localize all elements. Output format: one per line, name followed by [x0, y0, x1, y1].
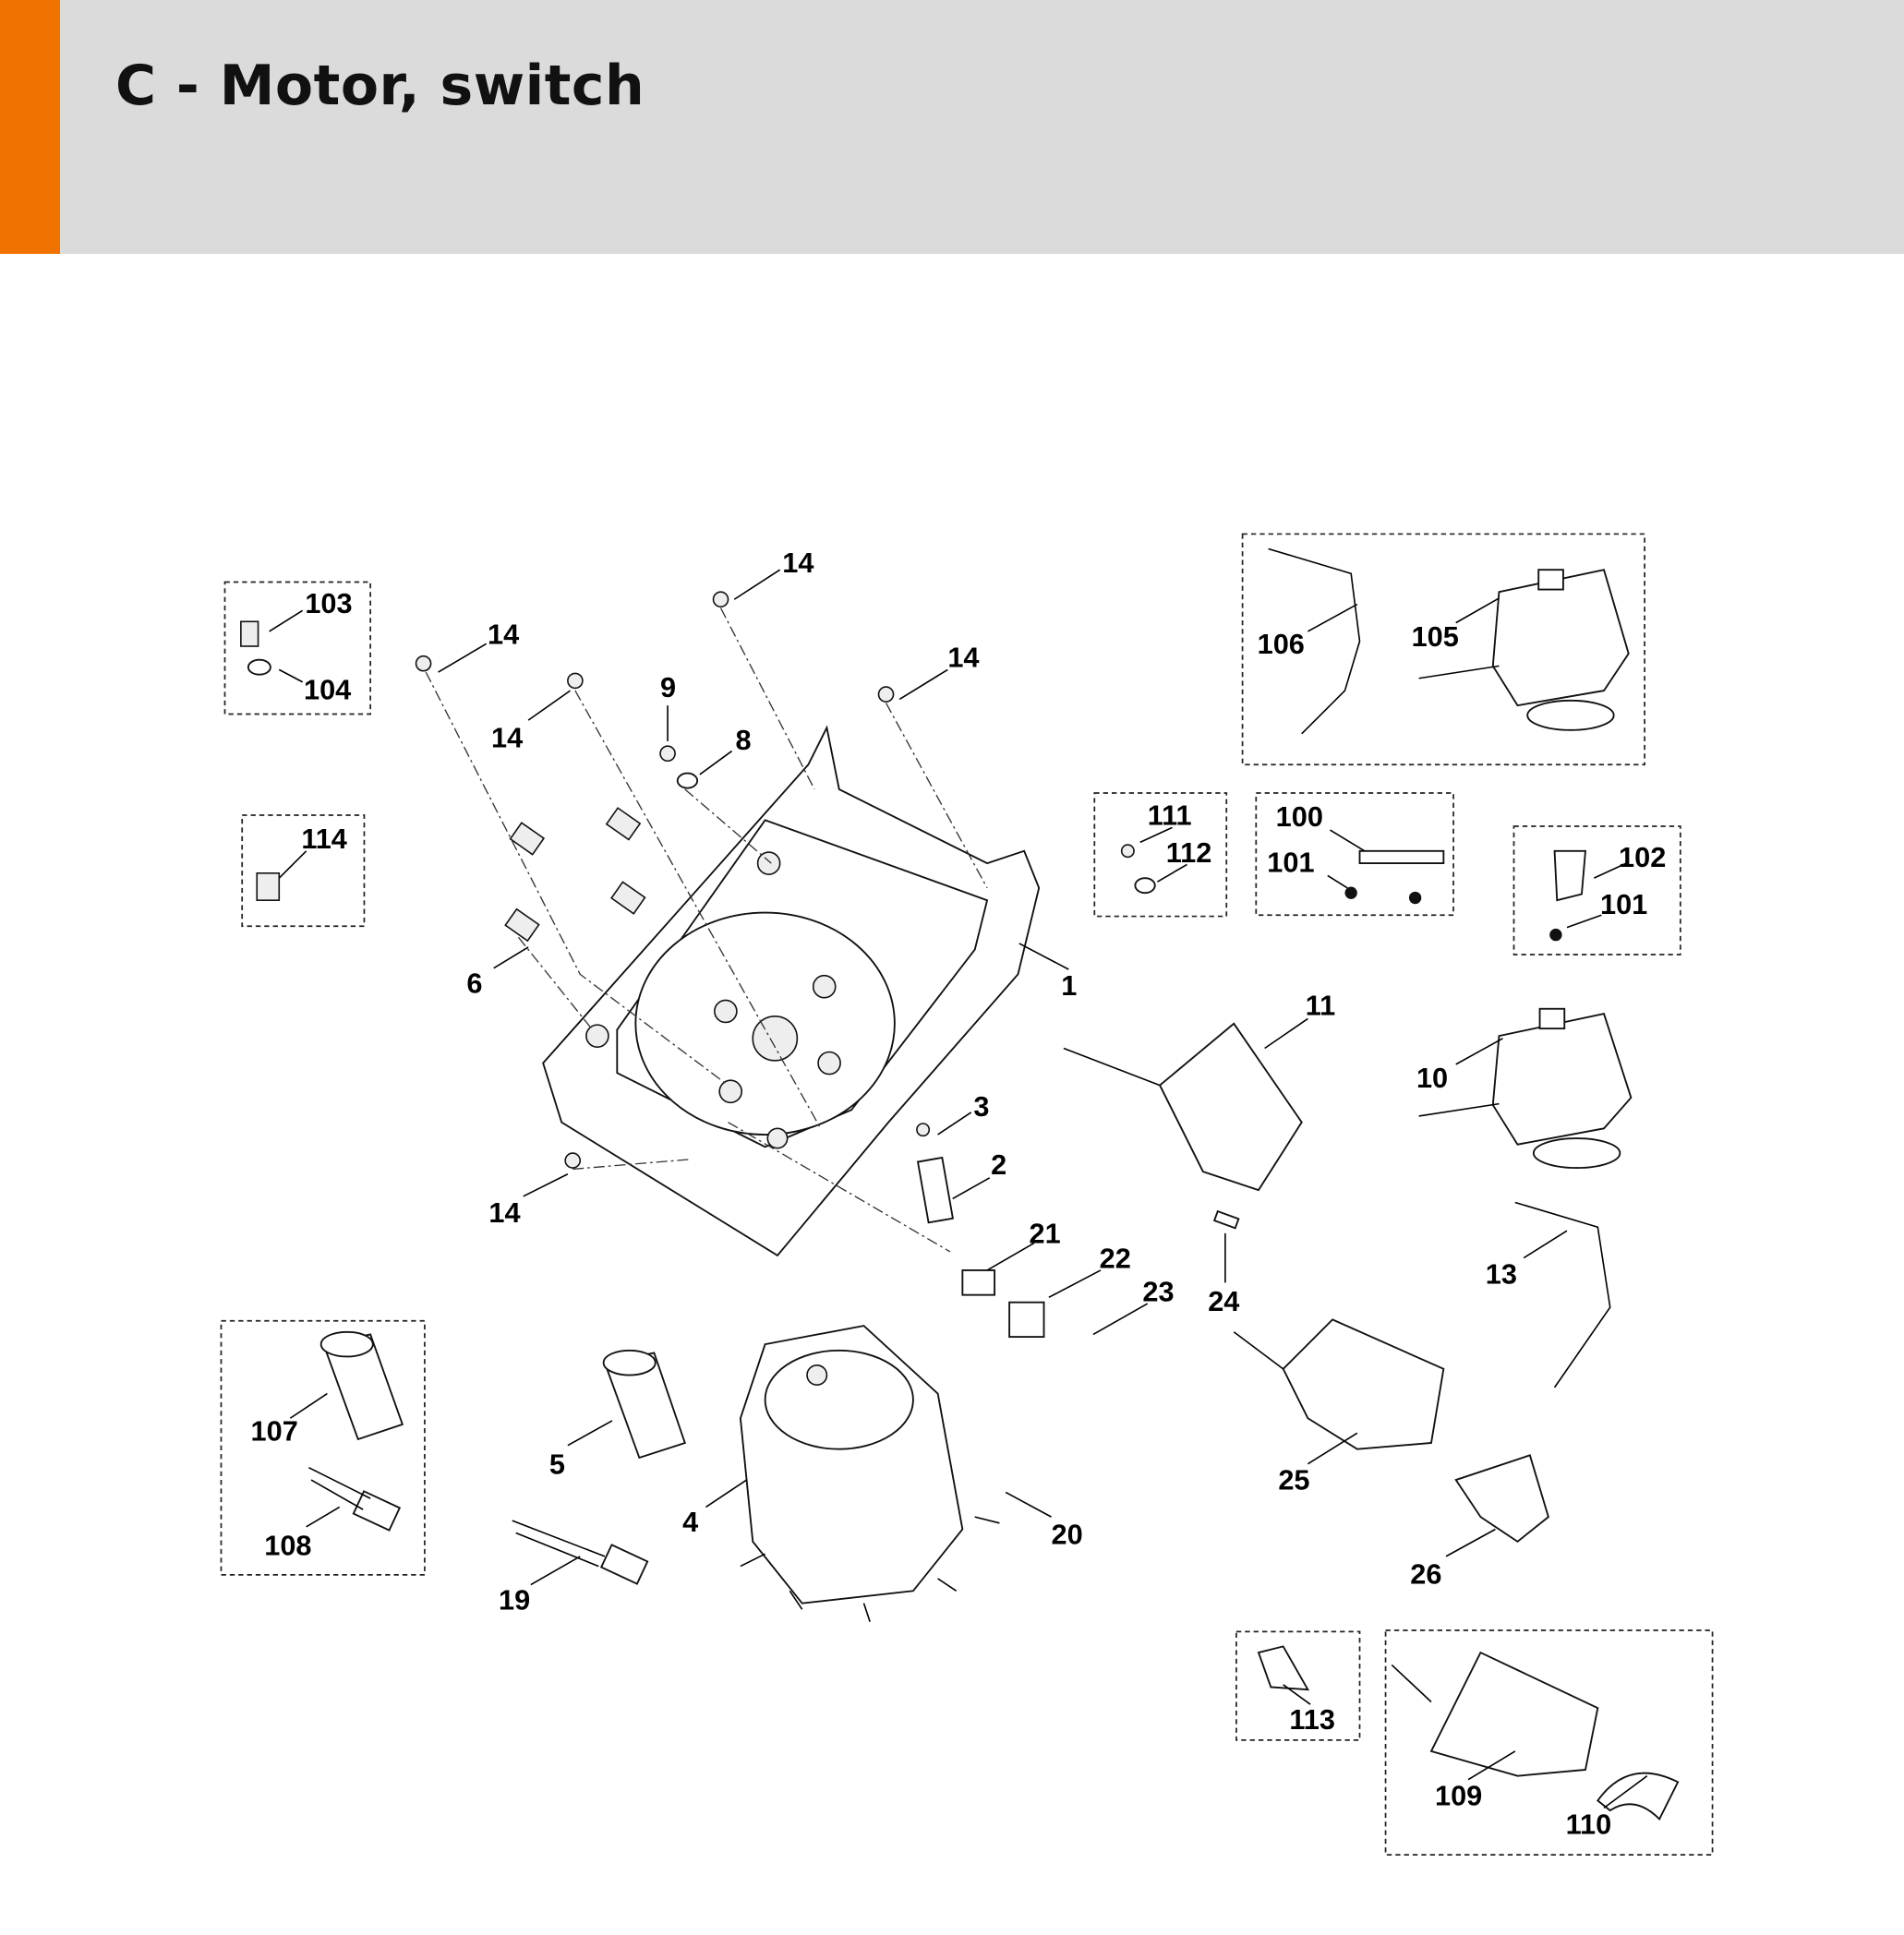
part-capacitors: [307, 1330, 686, 1585]
callout-112: 112: [1166, 836, 1212, 869]
group-box-103-104: [223, 581, 371, 715]
callout-4: 4: [682, 1506, 698, 1538]
callout-14: 14: [491, 722, 523, 754]
callout-25: 25: [1278, 1464, 1309, 1496]
callout-2: 2: [991, 1148, 1006, 1181]
group-box-105-106: [1241, 533, 1645, 766]
callout-14: 14: [488, 1196, 520, 1229]
group-box-100-101: [1255, 792, 1454, 917]
callout-1: 1: [1061, 969, 1077, 1002]
callout-22: 22: [1100, 1242, 1131, 1274]
callout-110: 110: [1566, 1808, 1612, 1840]
callout-14: 14: [488, 618, 519, 650]
callout-106: 106: [1258, 628, 1305, 660]
callout-20: 20: [1052, 1519, 1083, 1551]
callout-26: 26: [1410, 1557, 1441, 1590]
callout-11: 11: [1306, 989, 1335, 1021]
part-switches: [1063, 569, 1633, 1777]
page-header: C - Motor, switch: [0, 0, 1904, 254]
group-boxes: [220, 533, 1714, 1857]
callout-109: 109: [1435, 1780, 1482, 1812]
callout-103: 103: [305, 587, 352, 619]
callout-13: 13: [1486, 1258, 1517, 1291]
callout-6: 6: [466, 967, 482, 999]
callout-21: 21: [1029, 1218, 1060, 1250]
callout-10: 10: [1416, 1062, 1448, 1094]
callout-9: 9: [660, 671, 676, 703]
callout-105: 105: [1412, 620, 1459, 653]
group-box-113: [1235, 1630, 1361, 1741]
page-title: C - Motor, switch: [115, 54, 645, 118]
group-box-111-112: [1093, 792, 1228, 918]
callout-24: 24: [1208, 1285, 1239, 1317]
callout-8: 8: [736, 724, 752, 756]
callout-5: 5: [549, 1448, 565, 1480]
callout-111: 111: [1148, 799, 1192, 832]
callout-23: 23: [1142, 1275, 1174, 1307]
callout-101: 101: [1267, 846, 1314, 878]
callout-108: 108: [264, 1530, 311, 1562]
part-small-items: [916, 849, 1680, 1821]
callout-101: 101: [1600, 888, 1647, 920]
part-housing-1: [542, 725, 1041, 1257]
part-screws: [240, 591, 1562, 1169]
part-cables: [1268, 547, 1611, 1388]
part-motor-4-fan-20: [739, 1325, 1000, 1622]
header-accent-bar: [0, 0, 60, 254]
callout-114: 114: [301, 823, 347, 855]
callout-104: 104: [304, 673, 351, 705]
group-box-107-108: [220, 1319, 426, 1576]
callout-3: 3: [973, 1090, 989, 1123]
callout-14: 14: [947, 642, 979, 674]
assembly-dash-lines: [425, 607, 988, 1253]
callout-19: 19: [499, 1583, 530, 1616]
callout-labels: 14 103 104 14 14 9 8 14 106 105 111 112 …: [251, 547, 1667, 1841]
group-box-114: [241, 814, 366, 928]
callout-100: 100: [1276, 800, 1323, 833]
callout-14: 14: [782, 547, 813, 579]
callout-113: 113: [1289, 1703, 1335, 1736]
callout-107: 107: [251, 1414, 298, 1447]
callout-102: 102: [1619, 841, 1666, 873]
leader-lines: [269, 569, 1648, 1809]
